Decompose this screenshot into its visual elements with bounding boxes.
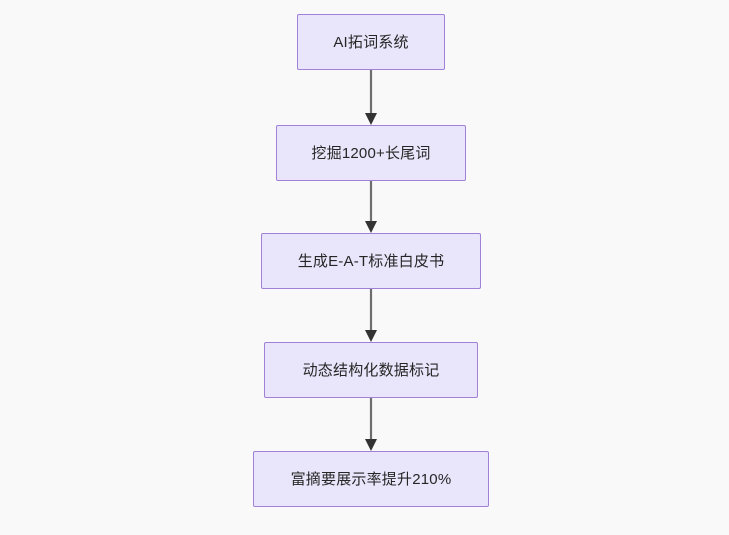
- flow-node-ai-keyword-system[interactable]: AI拓词系统: [297, 14, 445, 70]
- edge-n4-to-n5: [361, 398, 381, 451]
- edge-n3-to-n4: [361, 289, 381, 342]
- flow-node-label: AI拓词系统: [333, 33, 409, 51]
- flow-node-label: 富摘要展示率提升210%: [290, 470, 452, 488]
- flow-node-dynamic-structured-data-markup[interactable]: 动态结构化数据标记: [264, 342, 478, 398]
- flow-node-rich-snippet-impression-uplift[interactable]: 富摘要展示率提升210%: [253, 451, 489, 507]
- flow-node-mine-longtail-keywords[interactable]: 挖掘1200+长尾词: [276, 125, 466, 181]
- flow-node-generate-eat-whitepaper[interactable]: 生成E-A-T标准白皮书: [261, 233, 481, 289]
- flow-node-label: 动态结构化数据标记: [302, 361, 440, 379]
- edge-n2-to-n3: [361, 181, 381, 233]
- edge-n1-to-n2: [361, 70, 381, 125]
- flow-node-label: 挖掘1200+长尾词: [311, 144, 431, 162]
- flow-node-label: 生成E-A-T标准白皮书: [297, 252, 445, 270]
